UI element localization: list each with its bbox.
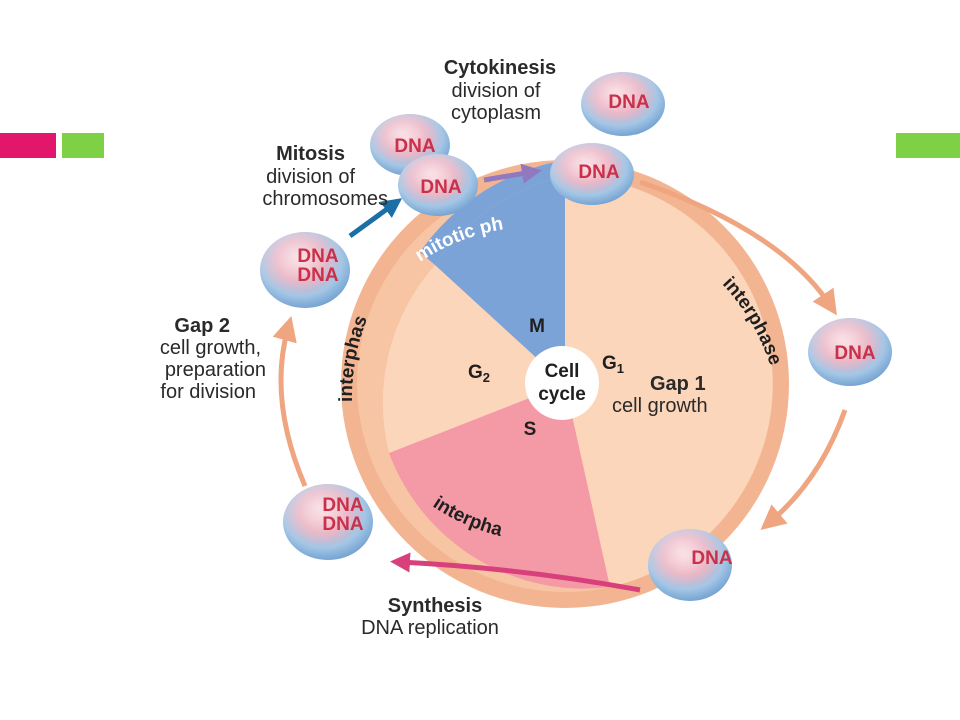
cell-dna-label: DNA [608, 92, 649, 113]
phase-label-g1: G1 [602, 353, 624, 376]
center-label-line1: Cell [545, 361, 580, 382]
mitosis-line2: chromosomes [262, 188, 388, 210]
cell-dna-label: DNA [297, 246, 338, 267]
cell-dna-label: DNA [297, 265, 338, 286]
m-sector [435, 176, 565, 384]
cell-dna-label: DNA [834, 343, 875, 364]
phase-label-g2: G2 [468, 362, 490, 385]
center-circle [525, 346, 599, 420]
g1-sector [565, 176, 773, 587]
cell-g2-phase: DNA DNA [260, 232, 350, 308]
accent-bar-green-right [896, 133, 960, 158]
gap2-line3: for division [160, 381, 256, 403]
mitosis-line1: division of [266, 166, 355, 188]
accent-bar-pink [0, 133, 56, 158]
center-label-line2: cycle [538, 384, 586, 405]
synthesis-line1: DNA replication [361, 617, 499, 639]
cell-dna-label: DNA [691, 548, 732, 569]
arrow-to-g1-right [639, 179, 837, 316]
mitotic-phase-band [420, 160, 565, 265]
arrow-to-g1-bottom [760, 409, 848, 531]
gap2-line2: preparation [165, 359, 266, 381]
arrow-to-mitosis [348, 198, 403, 239]
cytokinesis-line1: division of [452, 80, 541, 102]
s-sector [389, 384, 610, 589]
cell-g1-right: DNA [808, 318, 892, 386]
cell-dna-label: DNA [420, 177, 461, 198]
cell-mitosis-bottom: DNA [398, 154, 478, 216]
mitosis-title: Mitosis [276, 143, 345, 165]
phase-label-m: M [529, 316, 545, 337]
cell-dna-label: DNA [322, 514, 363, 535]
arrow-synthesis [390, 552, 641, 593]
phase-label-s: S [524, 419, 537, 440]
gap1-title: Gap 1 [650, 373, 706, 395]
gap1-description: cell growth [612, 395, 708, 417]
cell-dna-label: DNA [322, 495, 363, 516]
synthesis-title: Synthesis [388, 595, 482, 617]
arrow-to-g2 [272, 315, 308, 487]
gap2-line1: cell growth, [160, 337, 261, 359]
cell-cytokinesis: DNA [581, 72, 665, 136]
cell-after-division: DNA [550, 143, 634, 205]
arrow-to-cytokinesis [483, 163, 542, 184]
cell-dna-label: DNA [578, 162, 619, 183]
g2-sector [382, 265, 565, 453]
gap2-title: Gap 2 [174, 315, 230, 337]
cell-g1-bottom: DNA [648, 529, 733, 601]
cell-dna-label: DNA [394, 136, 435, 157]
cell-s-phase: DNA DNA [283, 484, 373, 560]
accent-bar-green-left [62, 133, 104, 158]
cytokinesis-line2: cytoplasm [451, 102, 541, 124]
cytokinesis-title: Cytokinesis [444, 57, 556, 79]
